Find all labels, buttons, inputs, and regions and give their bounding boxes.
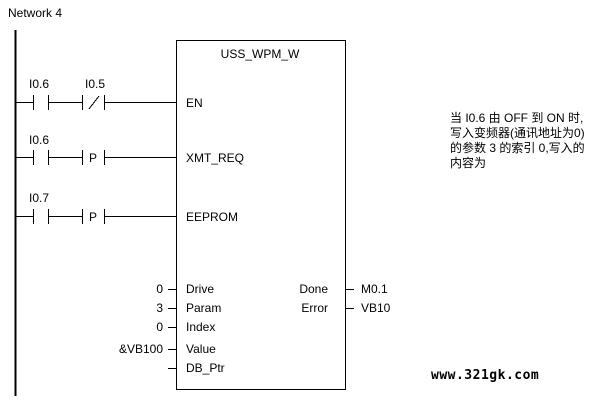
rung-en [16,95,176,110]
pin-done-label: Done [299,282,328,296]
pin-dbptr-label: DB_Ptr [186,361,225,375]
function-block [176,40,346,390]
pin-eeprom-label: EEPROM [186,210,238,224]
pin-error-label: Error [301,301,328,315]
watermark: www.321gk.com [431,368,540,383]
annotation-note: 当 I0.6 由 OFF 到 ON 时,写入变频器(通讯地址为0)的参数 3 的… [450,111,585,170]
operand-index: 0 [156,320,163,334]
pin-value-label: Value [186,342,216,356]
edge-label-eeprom: P [89,210,97,224]
contact-label-i05-en: I0.5 [85,77,105,91]
contact-label-i06-en: I0.6 [29,77,49,91]
block-name: USS_WPM_W [221,47,300,61]
rung-eeprom [16,209,176,224]
contact-label-i06-xmt: I0.6 [29,133,49,147]
rung-xmt-req [16,150,176,165]
pin-drive-label: Drive [186,282,214,296]
edge-label-xmt: P [89,151,97,165]
pin-index-label: Index [186,320,215,334]
operand-done: M0.1 [361,282,388,296]
contact-label-i07-eeprom: I0.7 [29,191,49,205]
operand-drive: 0 [156,282,163,296]
pin-en-label: EN [186,96,203,110]
operand-error: VB10 [361,301,391,315]
pin-param-label: Param [186,301,221,315]
operand-param: 3 [156,301,163,315]
pin-xmt-req-label: XMT_REQ [186,151,244,165]
network-title: Network 4 [8,6,62,20]
operand-value: &VB100 [119,342,163,356]
